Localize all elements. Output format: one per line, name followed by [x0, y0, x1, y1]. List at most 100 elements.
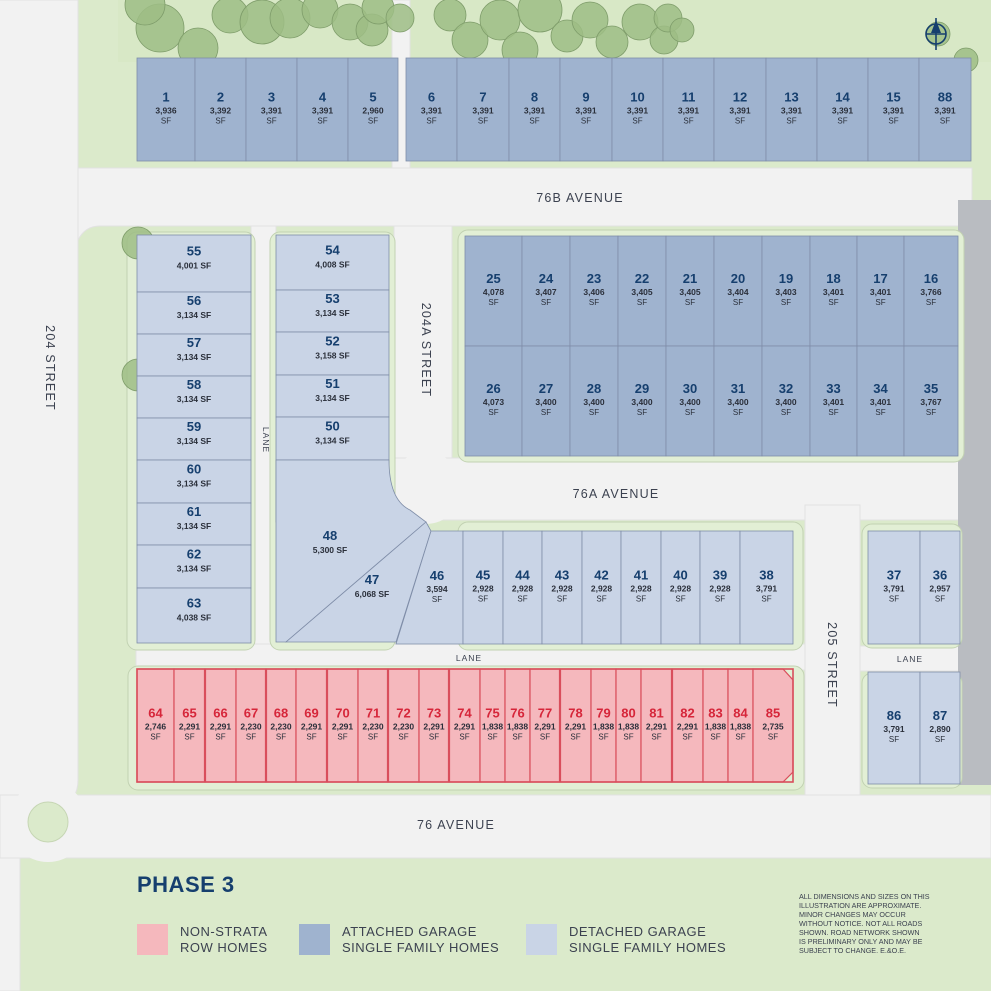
lot-parcel[interactable] [284, 521, 432, 643]
lot-parcel[interactable] [617, 345, 667, 457]
lot-parcel[interactable] [521, 345, 571, 457]
lot-parcel[interactable] [665, 235, 715, 347]
lot-parcel[interactable] [275, 234, 390, 291]
lot-58[interactable]: 583,134 SF [136, 375, 252, 419]
lot-parcel[interactable] [245, 57, 298, 162]
lot-parcel[interactable] [665, 345, 715, 457]
lot-parcel[interactable] [919, 530, 961, 645]
lot-parcel[interactable] [275, 289, 390, 333]
lot-62[interactable]: 623,134 SF [136, 544, 252, 589]
lot-parcel[interactable] [761, 345, 811, 457]
lot-parcel[interactable] [569, 235, 619, 347]
lot-parcel[interactable] [326, 668, 359, 783]
lot-59[interactable]: 593,134 SF [136, 417, 252, 461]
lot-parcel[interactable] [508, 57, 561, 162]
lot-57[interactable]: 573,134 SF [136, 333, 252, 377]
lot-parcel[interactable] [699, 530, 741, 645]
lot-parcel[interactable] [903, 345, 959, 457]
lot-parcel[interactable] [611, 57, 664, 162]
lot-parcel[interactable] [504, 668, 531, 783]
lot-parcel[interactable] [816, 57, 869, 162]
lot-parcel[interactable] [702, 668, 729, 783]
lot-parcel[interactable] [617, 235, 667, 347]
lot-55[interactable]: 554,001 SF [136, 234, 252, 293]
lot-54[interactable]: 544,008 SF [275, 234, 390, 291]
lot-parcel[interactable] [275, 416, 390, 461]
lot-parcel[interactable] [136, 502, 252, 546]
lot-48[interactable]: 485,300 SF [275, 459, 427, 643]
lot-parcel[interactable] [867, 671, 921, 785]
lot-parcel[interactable] [462, 530, 504, 645]
lot-parcel[interactable] [559, 57, 613, 162]
lot-parcel[interactable] [918, 57, 972, 162]
lot-parcel[interactable] [529, 668, 561, 783]
lot-52[interactable]: 523,158 SF [275, 331, 390, 376]
lot-parcel[interactable] [765, 57, 818, 162]
lot-61[interactable]: 613,134 SF [136, 502, 252, 546]
lot-parcel[interactable] [296, 57, 349, 162]
lot-parcel[interactable] [418, 668, 450, 783]
lot-parcel[interactable] [761, 235, 811, 347]
lot-parcel[interactable] [919, 671, 961, 785]
lot-50[interactable]: 503,134 SF [275, 416, 390, 461]
lot-parcel[interactable] [620, 530, 662, 645]
lot-parcel[interactable] [194, 57, 247, 162]
lot-51[interactable]: 513,134 SF [275, 374, 390, 418]
lot-parcel[interactable] [671, 668, 704, 783]
lot-parcel[interactable] [809, 345, 858, 457]
lot-parcel[interactable] [448, 668, 481, 783]
lot-parcel[interactable] [739, 530, 794, 645]
lot-parcel[interactable] [235, 668, 267, 783]
lot-parcel[interactable] [464, 235, 523, 347]
